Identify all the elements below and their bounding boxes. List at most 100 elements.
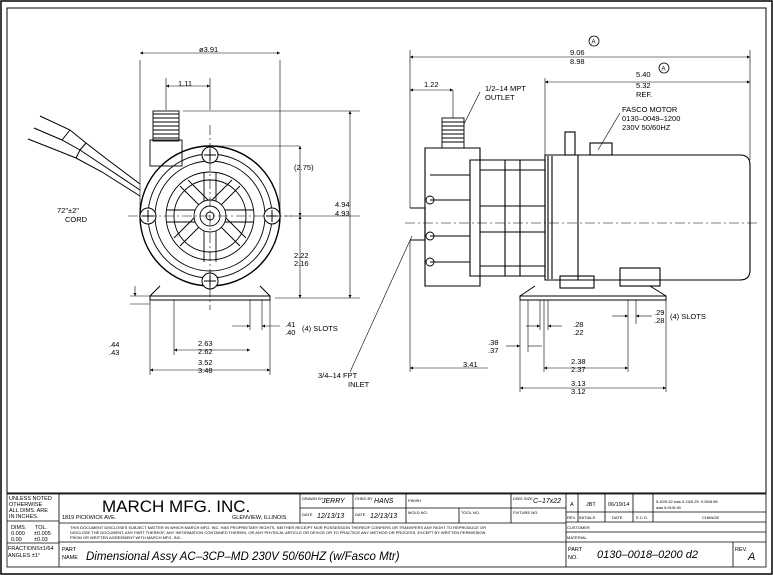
tb-unless-noted: UNLESS NOTED xyxy=(9,496,52,502)
outlet-thread: 1/2–14 MPT xyxy=(485,84,526,93)
dim-base-width-min: 3.48 xyxy=(198,366,213,375)
cord-label: CORD xyxy=(65,215,88,224)
rev-row-rev: A xyxy=(570,502,574,508)
dim-side-slot-span-max: 2.38 xyxy=(571,357,586,366)
side-screws xyxy=(425,195,435,267)
dim-motor-length-max: 5.40 xyxy=(636,70,651,79)
part-name-label-1: PART xyxy=(62,547,77,553)
tb-tol-angles: ANGLES ±1° xyxy=(8,553,40,559)
side-view xyxy=(405,117,760,301)
dim-inlet-length: 3.41 xyxy=(463,360,478,369)
inlet-label: INLET xyxy=(348,380,370,389)
drawn-date-label: DATE xyxy=(302,512,313,517)
mold-label: MOLD NO. xyxy=(408,510,428,515)
dim-slot-max: .41 xyxy=(285,320,295,329)
company-city: GLENVIEW, ILLINOIS xyxy=(232,515,287,521)
rev-head-rev: REV. xyxy=(567,515,576,520)
dim-motor-ref: REF. xyxy=(636,90,652,99)
rev-label: REV. xyxy=(735,547,748,553)
tb-tol-head-dims: DIMS. xyxy=(11,525,27,531)
part-no-label-1: PART xyxy=(568,547,583,553)
drawn-by-label: DRAWN BY xyxy=(302,496,324,501)
dim-side-slot-min: .22 xyxy=(573,328,583,337)
dim-side-slot-span-min: 2.37 xyxy=(571,365,586,374)
chkd-by-label: CHKD BY xyxy=(355,496,373,501)
side-slots-label: (4) SLOTS xyxy=(670,312,706,321)
dim-side-slot2-min: .28 xyxy=(654,316,664,325)
drawn-date: 12/13/13 xyxy=(317,513,344,520)
drawn-by: JERRY xyxy=(321,498,346,505)
dwg-size: C–17x22 xyxy=(533,498,561,505)
side-dimensions xyxy=(349,50,751,392)
motor-spec: 230V 50/60HZ xyxy=(622,123,671,132)
tb-tol-row2-dim: 0.00 xyxy=(11,537,22,543)
dim-center-min: 2.16 xyxy=(294,259,309,268)
outlet-label: OUTLET xyxy=(485,93,515,102)
dim-ref-height: (2.75) xyxy=(294,163,314,172)
title-block-grid xyxy=(6,493,767,568)
screw-bosses xyxy=(139,146,281,290)
chkd-date-label: DATE xyxy=(355,512,366,517)
finish-label: FINISH xyxy=(408,498,421,503)
fasco-motor xyxy=(544,131,751,289)
rev-value: A xyxy=(747,551,755,563)
dim-side-slot2-max: .29 xyxy=(654,308,664,317)
rev-row-change-1: 5.40/5.32 was 5.24/5.25. 9.06/8.98 xyxy=(656,499,718,504)
rev-row-initials: JBT xyxy=(586,502,596,508)
disclaimer-line-2: DISCLOSE THE DOCUMENT, ANY PART THEREOF,… xyxy=(70,530,485,535)
dim-height-max: 4.94 xyxy=(335,200,350,209)
rev-head-eco: E.C.O. xyxy=(636,515,648,520)
revision-marks xyxy=(588,35,670,74)
dim-base-height-max: .44 xyxy=(109,340,119,349)
dim-motor-length-min: 5.32 xyxy=(636,81,651,90)
company-name: MARCH MFG. INC. xyxy=(102,497,250,516)
drawing-frame xyxy=(6,7,767,494)
dim-slot-min: .40 xyxy=(285,328,295,337)
dim-height-min: 4.93 xyxy=(335,209,350,218)
dim-foot-min: .37 xyxy=(488,346,498,355)
cord-wires xyxy=(27,115,141,197)
front-dimensions xyxy=(130,51,360,375)
tb-otherwise: OTHERWISE xyxy=(9,502,43,508)
front-view xyxy=(27,110,292,310)
tb-tol-row1-dim: 0.000 xyxy=(11,531,25,537)
fixture-label: FIXTURE NO. xyxy=(513,510,538,515)
material-label: MATERIAL xyxy=(567,535,587,540)
dim-side-base-min: 3.12 xyxy=(571,387,586,396)
tb-tol-head-tol: TOL. xyxy=(35,525,48,531)
part-no-label-2: NO. xyxy=(568,555,578,561)
outlet-fitting xyxy=(149,110,183,167)
rev-head-initials: INITIALS xyxy=(579,515,596,520)
disclaimer-line-3: FROM OR WRITTEN AGREEMENT WITH MARCH MFG… xyxy=(70,535,182,540)
tool-label: TOOL NO. xyxy=(461,510,480,515)
rev-head-change: CHANGE xyxy=(702,515,719,520)
tb-all-dims: ALL DIMS. ARE xyxy=(9,508,48,514)
rev-mark-a: A xyxy=(592,40,596,46)
dim-slot-span-min: 2.62 xyxy=(198,347,213,356)
rev-mark-b: A xyxy=(662,67,666,73)
dim-center-max: 2.22 xyxy=(294,251,309,260)
chkd-date: 12/13/13 xyxy=(370,513,397,520)
part-name-label-2: NAME xyxy=(62,555,78,561)
motor-part-number: 0130–0049–1200 xyxy=(622,114,680,123)
customer-label: CUSTOMER xyxy=(567,525,590,530)
rev-row-date: 06/19/14 xyxy=(608,502,629,508)
motor-label: FASCO MOTOR xyxy=(622,105,678,114)
tb-tol-row2-tol: ±0.03 xyxy=(34,537,48,543)
part-name: Dimensional Assy AC–3CP–MD 230V 50/60HZ … xyxy=(86,551,400,563)
dwg-size-label: DWG SIZE xyxy=(513,496,533,501)
company-address: 1819 PICKWICK AVE. xyxy=(62,515,117,521)
dim-foot-max: .38 xyxy=(488,338,498,347)
disclaimer-line-1: THIS DOCUMENT DISCLOSES SUBJECT MATTER I… xyxy=(70,525,486,530)
dim-outlet-offset: 1.11 xyxy=(178,79,192,88)
tb-in-inches: IN INCHES. xyxy=(9,514,39,520)
dim-overall-length-min: 8.98 xyxy=(570,57,585,66)
tb-tol-row1-tol: ±0.005 xyxy=(34,531,51,537)
chkd-by: HANS xyxy=(374,498,394,505)
dim-base-width-max: 3.52 xyxy=(198,358,213,367)
tb-tol-fractions: FRACTIONS±1/64 xyxy=(8,546,54,552)
dim-side-base-max: 3.13 xyxy=(571,379,586,388)
